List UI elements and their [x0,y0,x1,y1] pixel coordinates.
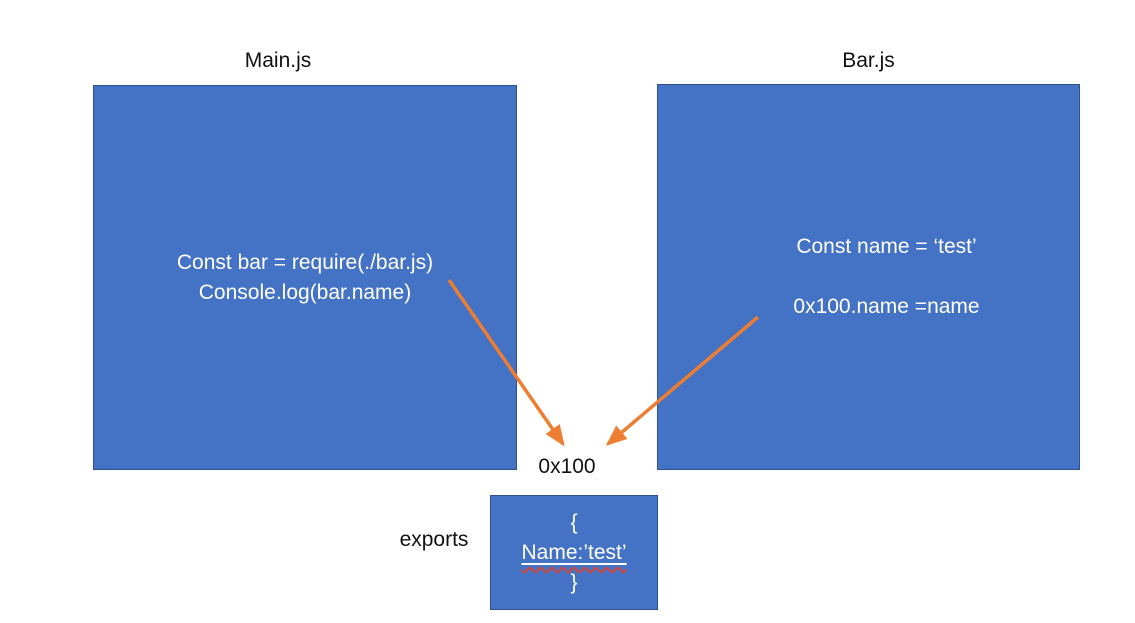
bar-code-line-const: Const name = ‘test’ [796,235,977,258]
brace-open: { [570,510,578,534]
exports-object-literal: { Name:’test’ } [521,508,626,598]
exports-label: exports [399,528,469,551]
main-module-title: Main.js [244,49,312,72]
exports-object-box: { Name:’test’ } [490,495,658,610]
main-code-line-require: Const bar = require(./bar.js) [176,250,434,274]
main-code-line-console: Console.log(bar.name) [198,280,412,304]
bar-code-line-assign: 0x100.name =name [793,295,980,318]
bar-module-box: Const name = ‘test’ 0x100.name =name [657,84,1080,470]
property-line: Name:’test’ [521,538,626,568]
main-module-box: Const bar = require(./bar.js) Console.lo… [93,85,517,470]
bar-module-title: Bar.js [842,49,895,72]
bar-module-code: Const name = ‘test’ 0x100.name =name [793,232,979,322]
blank-line [793,262,979,292]
brace-close: } [570,570,578,594]
property-name-test: Name:’test’ [521,540,627,564]
main-module-code: Const bar = require(./bar.js) Console.lo… [177,248,433,308]
memory-address-label: 0x100 [538,455,596,478]
